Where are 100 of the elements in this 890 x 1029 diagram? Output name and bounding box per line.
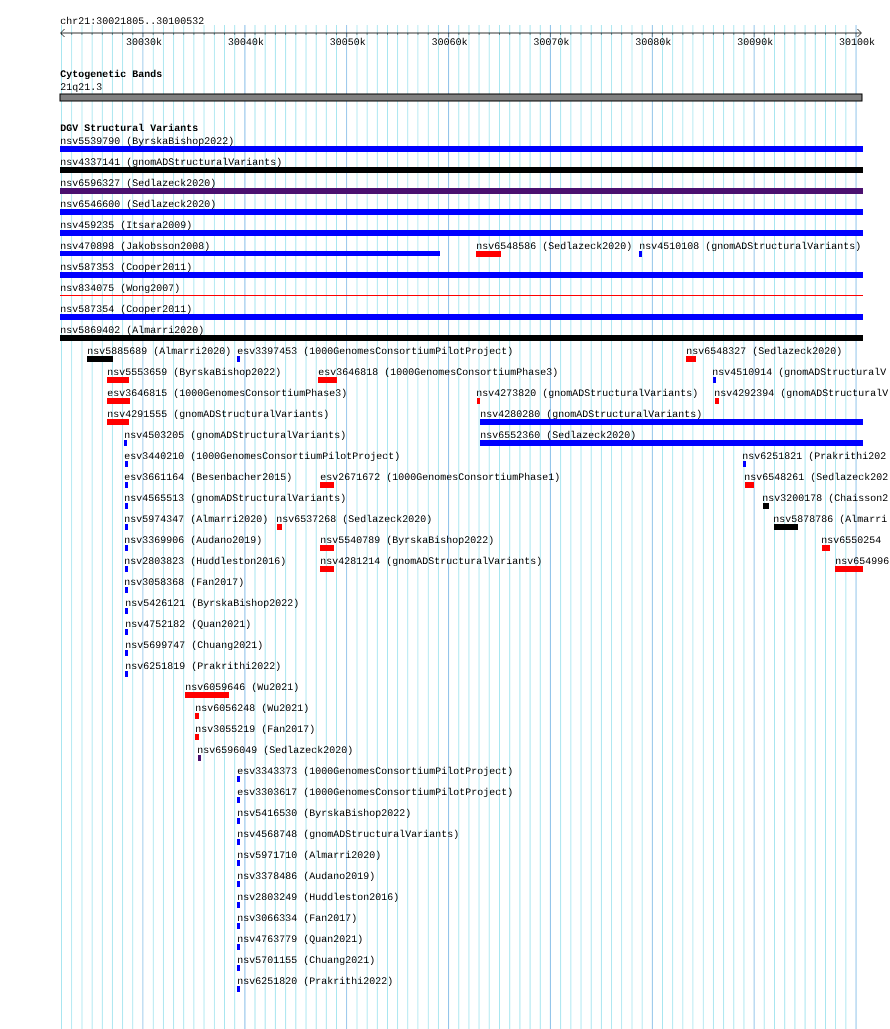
node-label: nsv5426121 (ByrskaBishop2022): [126, 598, 298, 609]
node-label: nsv4752182 (Quan2021): [126, 619, 250, 630]
variant-feature: nsv470898 (Jakobsson2008): [60, 241, 440, 256]
node-label: nsv834075 (Wong2007): [61, 283, 179, 294]
tick-label: 30070k: [534, 37, 569, 46]
node-label: nsv5539790 (ByrskaBishop2022): [61, 136, 233, 147]
node-label: esv3343373 (1000GenomesConsortiumPilotProject): [237, 766, 512, 777]
node-label: nsv3200178 (Chaisson2: [763, 493, 888, 504]
node-label: nsv6596327 (Sedlazeck2020): [61, 178, 215, 189]
node-label: nsv4337141 (gnomADStructuralVariants): [61, 157, 281, 168]
variant-feature: nsv4503205 (gnomADStructuralVariants): [124, 430, 345, 446]
node-label: nsv5540789 (ByrskaBishop2022): [321, 535, 493, 546]
node-label: nsv6056248 (Wu2021): [196, 703, 308, 714]
variant-feature: nsv5416530 (ByrskaBishop2022): [237, 808, 410, 824]
node-label: nsv6251820 (Prakrithi2022): [238, 976, 392, 987]
tick-label: 30050k: [330, 37, 366, 46]
variant-feature: nsv5540789 (ByrskaBishop2022): [320, 535, 493, 551]
variant-feature: esv3646815 (1000GenomesConsortiumPhase3): [107, 388, 346, 404]
variant-feature: nsv4565513 (gnomADStructuralVariants): [125, 493, 345, 509]
variant-feature: nsv4292394 (gnomADStructuralV: [715, 388, 889, 404]
variant-feature: nsv5553659 (ByrskaBishop2022): [107, 367, 280, 383]
node-label: nsv6059646 (Wu2021): [186, 682, 298, 693]
cytoband: 21q21.3: [59, 83, 863, 102]
variant-feature: esv3440210 (1000GenomesConsortiumPilotProject): [124, 451, 399, 467]
variant-feature: nsv6548586 (Sedlazeck2020): [476, 241, 631, 257]
track-title: Cytogenetic Bands: [60, 69, 162, 80]
node-label: esv3646815 (1000GenomesConsortiumPhase3): [107, 388, 346, 399]
node-label: nsv4503205 (gnomADStructuralVariants): [125, 430, 345, 441]
variant-feature: nsv5878786 (Almarri: [774, 514, 887, 530]
node-label: nsv470898 (Jakobsson2008): [61, 241, 209, 252]
variant-feature: nsv6552360 (Sedlazeck2020): [480, 430, 863, 446]
node-label: nsv5553659 (ByrskaBishop2022): [108, 367, 280, 378]
variant-feature: nsv6251820 (Prakrithi2022): [237, 976, 392, 992]
node-label: nsv459235 (Itsara2009): [61, 220, 191, 231]
node-label: esv3661164 (Besenbacher2015): [124, 472, 291, 483]
node-label: esv3303617 (1000GenomesConsortiumPilotProject): [237, 787, 512, 798]
variant-feature: esv3661164 (Besenbacher2015): [124, 472, 291, 488]
node-label: nsv3369906 (Audano2019): [125, 535, 261, 546]
variant-feature: nsv3200178 (Chaisson2: [763, 493, 888, 509]
node-label: nsv3378486 (Audano2019): [238, 871, 374, 882]
variant-feature: nsv654996: [835, 557, 889, 572]
variant-feature: esv3303617 (1000GenomesConsortiumPilotProject): [237, 787, 512, 803]
variant-feature: nsv834075 (Wong2007): [60, 283, 863, 296]
node-label: nsv3055219 (Fan2017): [196, 724, 314, 735]
variant-feature: nsv4568748 (gnomADStructuralVariants): [237, 829, 458, 845]
variant-feature: nsv2803823 (Huddleston2016): [125, 556, 285, 572]
tick-label: 30090k: [737, 37, 773, 46]
node-label: nsv5699747 (Chuang2021): [126, 640, 262, 651]
variant-feature: nsv6059646 (Wu2021): [185, 682, 298, 698]
variant-feature: nsv4763779 (Quan2021): [237, 934, 362, 950]
variant-feature: nsv3066334 (Fan2017): [237, 913, 356, 929]
variant-feature: nsv5539790 (ByrskaBishop2022): [60, 136, 863, 152]
variant-feature: nsv6537268 (Sedlazeck2020): [277, 514, 431, 530]
node-label: nsv654996: [836, 557, 889, 565]
variant-feature: esv3397453 (1000GenomesConsortiumPilotProject): [237, 346, 512, 362]
node-label: nsv4510914 (gnomADStructuralV: [713, 367, 887, 378]
variant-feature: nsv4752182 (Quan2021): [125, 619, 250, 635]
variant-feature: nsv6548327 (Sedlazeck2020): [686, 346, 841, 362]
variant-feature: nsv5869402 (Almarri2020): [60, 325, 863, 341]
variant-feature: nsv5699747 (Chuang2021): [125, 640, 262, 656]
node-label: nsv5869402 (Almarri2020): [61, 325, 203, 336]
node-label: nsv6251819 (Prakrithi2022): [126, 661, 280, 672]
variant-feature: nsv4281214 (gnomADStructuralVariants): [320, 556, 541, 572]
tick-label: 30040k: [228, 37, 264, 46]
variant-feature: nsv6251821 (Prakrithi202: [743, 451, 886, 467]
node-label: esv2671672 (1000GenomesConsortiumPhase1): [320, 472, 559, 483]
node-label: nsv587354 (Cooper2011): [61, 304, 191, 315]
node-label: nsv5878786 (Almarri: [774, 514, 887, 525]
node-label: nsv4273820 (gnomADStructuralVariants): [477, 388, 697, 399]
node-label: nsv6550254: [822, 536, 881, 544]
variant-feature: nsv6596327 (Sedlazeck2020): [60, 178, 863, 194]
node-label: nsv4763779 (Quan2021): [238, 934, 362, 945]
variant-feature: nsv4291555 (gnomADStructuralVariants): [107, 409, 328, 425]
tick-label: 30030k: [126, 37, 162, 46]
node-label: nsv4565513 (gnomADStructuralVariants): [125, 493, 345, 504]
node-label: nsv6548261 (Sedlazeck202: [745, 472, 888, 483]
variant-feature: nsv4273820 (gnomADStructuralVariants): [477, 388, 697, 404]
node-label: nsv4291555 (gnomADStructuralVariants): [108, 409, 328, 420]
node-label: esv3440210 (1000GenomesConsortiumPilotProject): [124, 451, 399, 462]
variant-feature: nsv5974347 (Almarri2020): [125, 514, 267, 530]
node-label: esv3646818 (1000GenomesConsortiumPhase3): [318, 367, 557, 378]
node-label: nsv2803823 (Huddleston2016): [125, 556, 285, 567]
tick-label: 30060k: [432, 37, 468, 46]
node-label: nsv4281214 (gnomADStructuralVariants): [321, 556, 541, 567]
node-label: nsv5701155 (Chuang2021): [238, 955, 374, 966]
variant-feature: nsv5701155 (Chuang2021): [237, 955, 374, 971]
variant-feature: nsv6251819 (Prakrithi2022): [125, 661, 280, 677]
variant-feature: nsv3058368 (Fan2017): [125, 577, 243, 593]
tick-label: 30080k: [635, 37, 671, 46]
variant-feature: nsv4510914 (gnomADStructuralV: [713, 367, 887, 383]
variant-feature: nsv587353 (Cooper2011): [60, 262, 863, 278]
coordinate-range: chr21:30021805..30100532: [60, 16, 204, 25]
node-label: nsv6251821 (Prakrithi202: [743, 451, 886, 462]
node-label: nsv587353 (Cooper2011): [61, 262, 191, 273]
node-label: nsv6596049 (Sedlazeck2020): [198, 745, 352, 756]
node-label: nsv4510108 (gnomADStructuralVariants): [640, 241, 860, 252]
variant-feature: nsv459235 (Itsara2009): [60, 220, 863, 236]
variant-feature: nsv6546600 (Sedlazeck2020): [60, 199, 863, 215]
variant-feature: esv2671672 (1000GenomesConsortiumPhase1): [320, 472, 559, 488]
variant-feature: nsv6550254: [822, 536, 881, 551]
